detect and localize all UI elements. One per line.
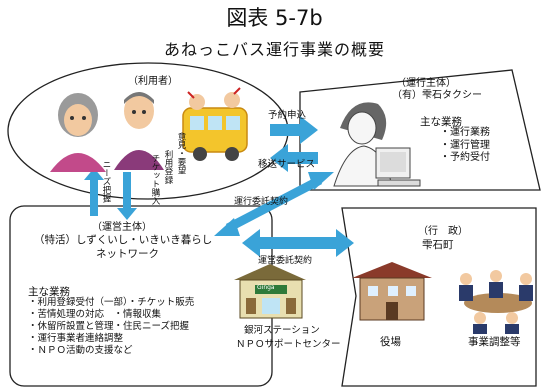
management-task-item: ・運行事業者連絡調整 xyxy=(28,333,124,344)
ticket-purchase-label: チケット購入 xyxy=(150,154,160,205)
management-task-item: ・苦情処理の対応 ・情報収集 xyxy=(28,309,162,320)
operation-contract-label: 運行委託契約 xyxy=(234,197,289,207)
operator-tasks-list: ・運行業務 ・運行管理 ・予約受付 xyxy=(440,127,490,165)
management-name-line2: ネットワーク xyxy=(96,248,159,260)
management-tasks-heading: 主な業務 xyxy=(28,286,70,298)
town-office-icon xyxy=(352,262,432,321)
elderly-man-icon xyxy=(114,92,164,170)
government-role: （行 政） xyxy=(418,226,468,237)
reservation-label: 予約申込 xyxy=(268,110,307,121)
elderly-woman-icon xyxy=(50,93,106,172)
users-label: （利用者） xyxy=(128,76,178,87)
operator-role: （運行主体） xyxy=(396,78,456,89)
management-task-item: ・利用登録受付（一部）・チケット販売 xyxy=(28,297,195,308)
management-tasks-list: ・利用登録受付（一部）・チケット販売 ・苦情処理の対応 ・情報収集 ・休留所設置… xyxy=(28,297,194,357)
transport-service-arrow xyxy=(270,144,318,172)
registration-label: 利用登録 xyxy=(163,150,173,184)
needs-label: ニーズ把握 xyxy=(101,160,111,203)
management-role: （運営主体） xyxy=(92,222,152,233)
management-contract-arrow xyxy=(242,229,354,257)
feedback-label: 意見・要望 xyxy=(176,132,186,175)
operator-tasks-heading: 主な業務 xyxy=(420,116,462,128)
station-label: 銀河ステーション xyxy=(244,325,320,336)
management-task-item: ・ＮＰＯ活動の支援など xyxy=(28,345,133,356)
transport-service-label: 移送サービス xyxy=(258,159,316,170)
meeting-label: 事業調整等 xyxy=(468,336,521,348)
operator-staff-icon xyxy=(333,102,421,187)
station-building-icon xyxy=(234,264,306,319)
diagram-title: あねっこバス運行事業の概要 xyxy=(163,40,385,59)
town-office-label: 役場 xyxy=(380,336,401,348)
operator-task-item: ・運行管理 xyxy=(440,139,490,151)
operator-name: （有）雫石タクシー xyxy=(392,90,482,101)
operator-task-item: ・予約受付 xyxy=(440,152,490,163)
needs-arrow xyxy=(84,168,104,216)
government-name: 雫石町 xyxy=(422,239,454,251)
meeting-icon xyxy=(459,270,533,334)
management-contract-label: 運営委託契約 xyxy=(258,256,313,266)
figure-label: 図表 5-7b xyxy=(226,6,323,30)
government-box xyxy=(341,207,537,387)
registration-arrow xyxy=(117,172,137,220)
bus-icon xyxy=(182,87,248,161)
operator-task-item: ・運行業務 xyxy=(440,127,490,138)
management-name-line1: （特活）しずくいし・いきいき暮らし xyxy=(34,234,213,246)
npo-center-label: ＮＰＯサポートセンター xyxy=(236,339,341,350)
station-sign: Ginga xyxy=(257,284,275,291)
management-task-item: ・休留所設置と管理・住民ニーズ把握 xyxy=(28,321,190,332)
operation-contract-arrow xyxy=(214,172,334,236)
reservation-arrow xyxy=(270,116,318,144)
